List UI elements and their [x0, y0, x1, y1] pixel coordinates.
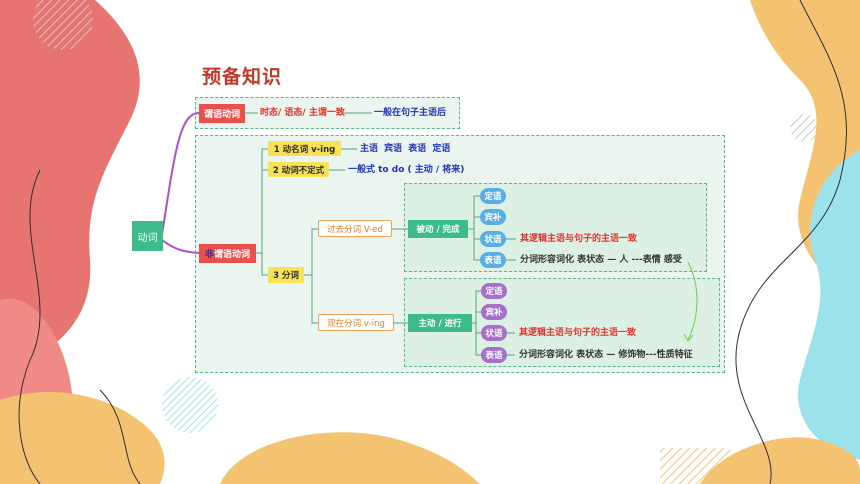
- past-participle-sense: 被动 / 完成: [408, 220, 468, 238]
- past-function-attributive: 定语: [480, 188, 506, 204]
- page-title: 预备知识: [202, 66, 283, 88]
- past-function-adverbial: 状语: [480, 231, 506, 247]
- nonfinite-verb-node: 非谓语动词: [199, 244, 256, 263]
- gerund-roles: 主语 宾语 表语 定语: [360, 144, 451, 154]
- past-function-complement: 宾补: [480, 209, 506, 225]
- present-participle-sense: 主动 / 进行: [408, 314, 472, 332]
- nonfinite-label: 谓语动词: [214, 250, 251, 260]
- finite-verb-desc: 时态/ 语态/ 主谓一致: [260, 108, 345, 118]
- present-function-adverbial: 状语: [481, 325, 507, 341]
- present-predicative-note: 分词形容词化 表状态 — 修饰物---性质特征: [519, 350, 693, 360]
- finite-verb-position: 一般在句子主语后: [374, 108, 447, 118]
- present-adverbial-note: 其逻辑主语与句子的主语一致: [519, 328, 637, 338]
- past-function-predicative: 表语: [480, 252, 506, 268]
- infinitive-node: 2 动词不定式: [268, 162, 329, 177]
- nonfinite-prefix: 非: [204, 250, 214, 260]
- present-function-predicative: 表语: [481, 347, 507, 363]
- finite-verb-node: 谓语动词: [199, 104, 245, 123]
- past-participle-node: 过去分词 V-ed: [318, 220, 392, 237]
- past-predicative-note: 分词形容词化 表状态 — 人 ---表情 感受: [520, 255, 682, 265]
- participle-node: 3 分词: [268, 267, 304, 283]
- infinitive-roles: 一般式 to do ( 主动 / 将来): [348, 165, 465, 175]
- gerund-node: 1 动名词 v-ing: [268, 141, 341, 156]
- present-participle-node: 现在分词 v-ing: [318, 314, 394, 331]
- present-function-complement: 宾补: [481, 304, 507, 320]
- past-adverbial-note: 其逻辑主语与句子的主语一致: [520, 234, 638, 244]
- root-verb-node: 动词: [132, 221, 163, 251]
- present-function-attributive: 定语: [481, 283, 507, 299]
